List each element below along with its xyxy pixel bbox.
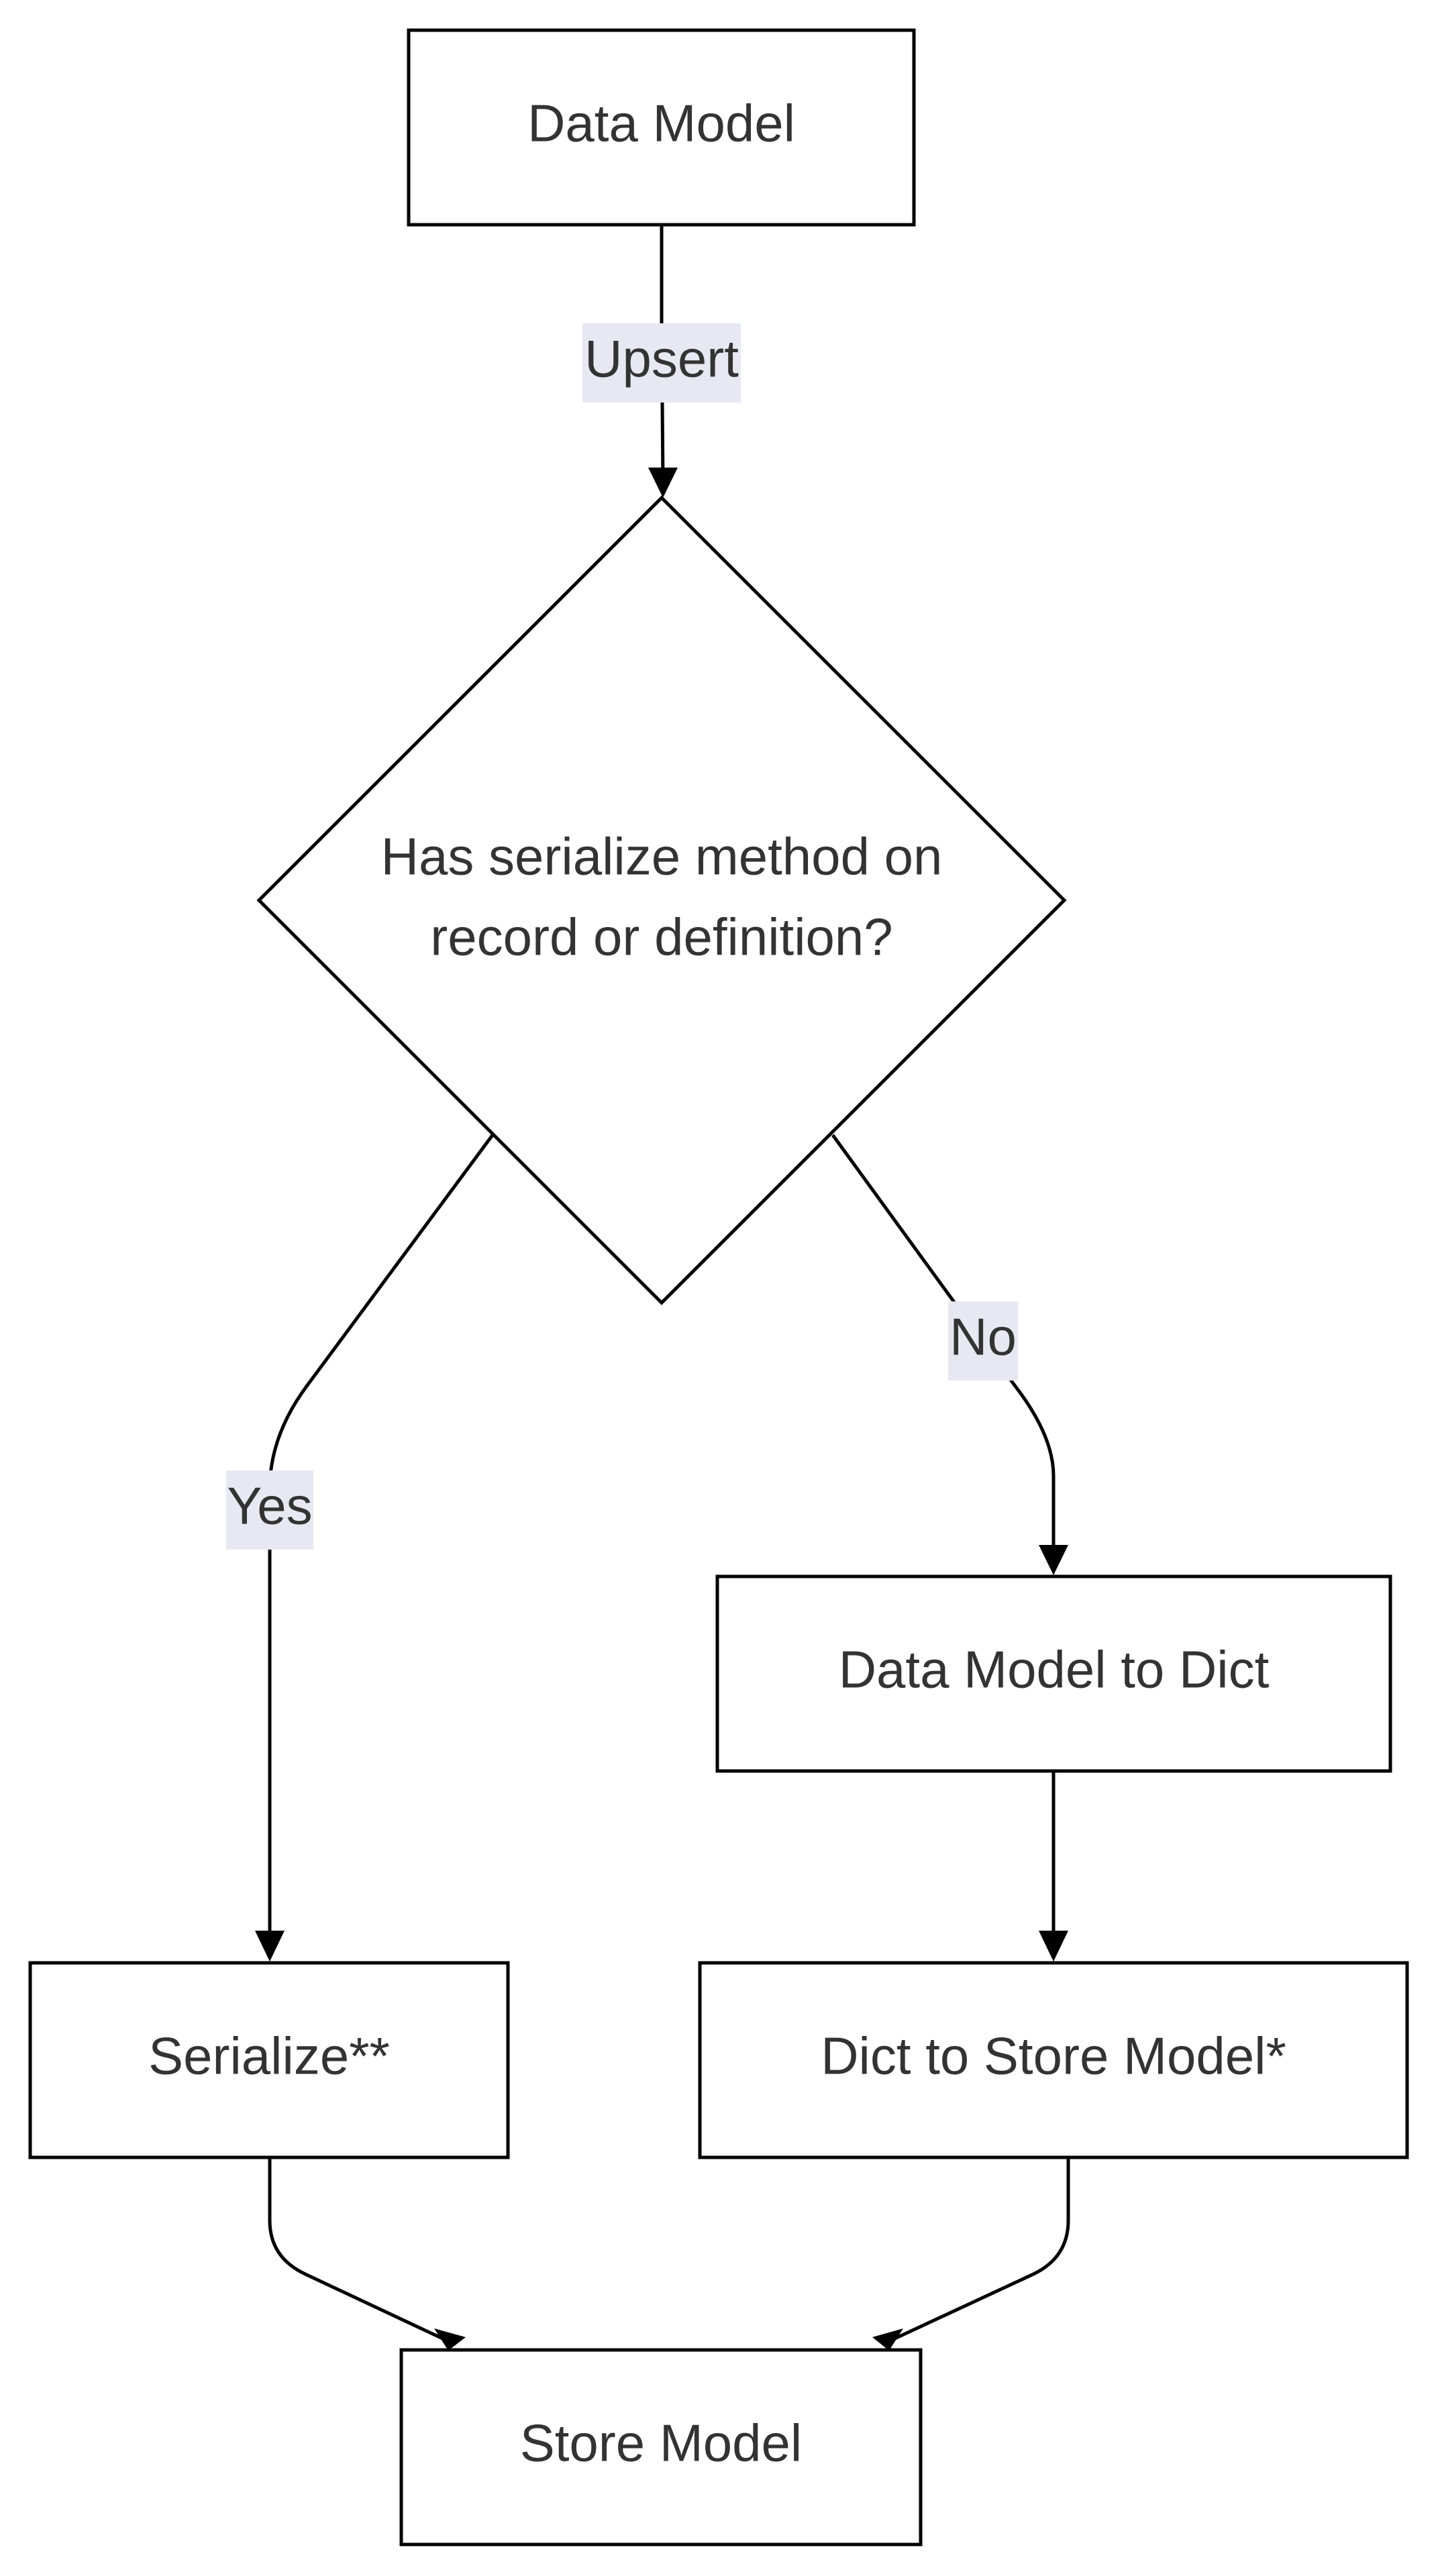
edge-label-yes-text: Yes [227, 1477, 312, 1536]
edge-decision-no-to-data-model-to-dict [831, 1134, 1068, 1575]
edge-label-no-text: No [949, 1307, 1017, 1366]
node-data-model-label: Data Model [527, 94, 795, 153]
edge-serialize-to-store-model [268, 2157, 466, 2351]
node-serialize-label: Serialize** [148, 2027, 390, 2086]
node-data-model-to-dict-label: Data Model to Dict [839, 1640, 1270, 1699]
edge-label-no: No [948, 1301, 1018, 1381]
edge-dict-to-store-model-to-store-model [872, 2157, 1070, 2351]
edge-label-upsert: Upsert [582, 323, 741, 402]
node-decision: Has serialize method on record or defini… [256, 495, 1067, 1305]
node-data-model-to-dict: Data Model to Dict [715, 1574, 1392, 1773]
node-dict-to-store-model-label: Dict to Store Model* [821, 2027, 1286, 2086]
node-data-model: Data Model [407, 28, 916, 227]
node-serialize: Serialize** [28, 1961, 510, 2159]
edge-data-model-to-dict-to-dict-to-store-model [1039, 1771, 1068, 1962]
edge-data-model-to-decision [648, 226, 678, 498]
node-decision-label-line2: record or definition? [430, 908, 892, 967]
node-store-model: Store Model [399, 2348, 923, 2546]
node-store-model-label: Store Model [520, 2414, 803, 2473]
edge-label-yes: Yes [226, 1470, 313, 1550]
edge-label-upsert-text: Upsert [584, 329, 739, 388]
node-decision-label-line1: Has serialize method on [381, 827, 943, 886]
node-dict-to-store-model: Dict to Store Model* [698, 1961, 1409, 2159]
